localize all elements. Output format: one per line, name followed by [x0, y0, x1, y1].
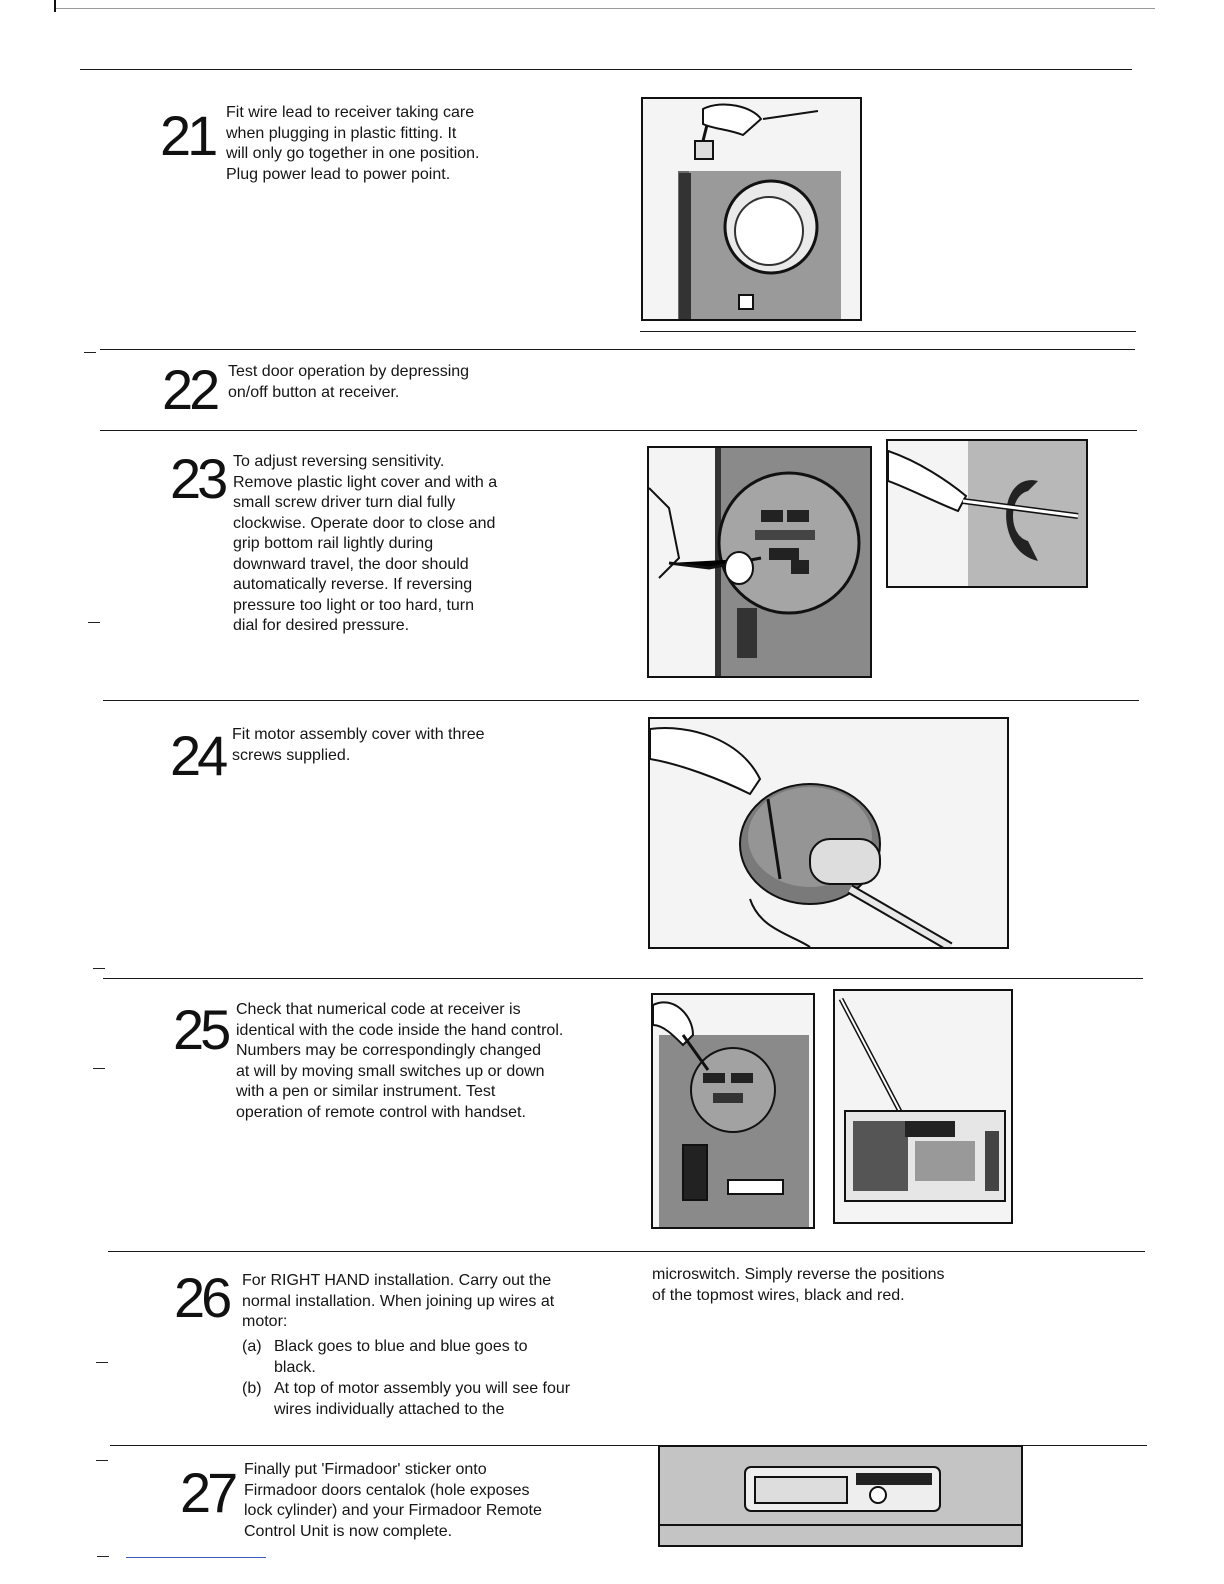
sub-item-text: At top of motor assembly you will see fo… [274, 1380, 571, 1418]
motor-cover-screw-illustration [648, 717, 1009, 949]
corner-mark [54, 0, 56, 12]
step-number: 25 [173, 998, 231, 1061]
margin-tick [96, 1362, 108, 1363]
screwdriver-closeup-illustration [886, 439, 1088, 588]
step-instructions: For RIGHT HAND installation. Carry out t… [242, 1272, 555, 1330]
step-number: 23 [170, 447, 228, 510]
receiver-with-plug-illustration [641, 97, 862, 321]
sub-item-a: (a) Black goes to blue and blue goes to b… [242, 1337, 614, 1378]
code-switch-illustration [833, 989, 1013, 1224]
step-instructions: Test door operation by depressing on/off… [228, 363, 470, 401]
separator-rule [80, 69, 1132, 70]
step-number: 27 [180, 1461, 238, 1524]
step-instructions: To adjust reversing sensitivity. Remove … [233, 453, 498, 634]
separator-rule [100, 430, 1137, 431]
step-instructions: Finally put 'Firmadoor' sticker onto Fir… [244, 1461, 542, 1540]
separator-rule [103, 978, 1143, 979]
margin-tick [93, 968, 105, 969]
sub-item-b: (b) At top of motor assembly you will see… [242, 1379, 614, 1420]
receiver-code-illustration [651, 993, 815, 1229]
step-instructions: Fit wire lead to receiver taking care wh… [226, 104, 480, 183]
separator-rule [108, 1251, 1145, 1252]
margin-tick [93, 1068, 105, 1069]
step-number: 21 [160, 104, 218, 167]
step-number: 24 [170, 724, 228, 787]
footer-blue-line [126, 1557, 266, 1558]
centalok-sticker-illustration [658, 1445, 1023, 1547]
sub-item-text: Black goes to blue and blue goes to blac… [274, 1338, 528, 1376]
sub-item-label: (a) [242, 1338, 262, 1355]
step-number: 22 [162, 358, 220, 421]
step-number: 26 [174, 1266, 232, 1329]
step-instructions: Fit motor assembly cover with three scre… [232, 726, 485, 764]
margin-tick [88, 622, 100, 623]
separator-rule [100, 349, 1135, 350]
top-border [55, 8, 1155, 9]
screwdriver-dial-illustration [647, 446, 872, 678]
step-continuation: microswitch. Simply reverse the position… [652, 1266, 945, 1304]
margin-tick [97, 1556, 109, 1557]
sub-item-label: (b) [242, 1380, 262, 1397]
margin-tick [96, 1460, 108, 1461]
separator-rule [640, 331, 1136, 332]
separator-rule [110, 1445, 1147, 1446]
separator-rule [103, 700, 1139, 701]
step-instructions: Check that numerical code at receiver is… [236, 1001, 564, 1121]
margin-tick [84, 352, 96, 353]
